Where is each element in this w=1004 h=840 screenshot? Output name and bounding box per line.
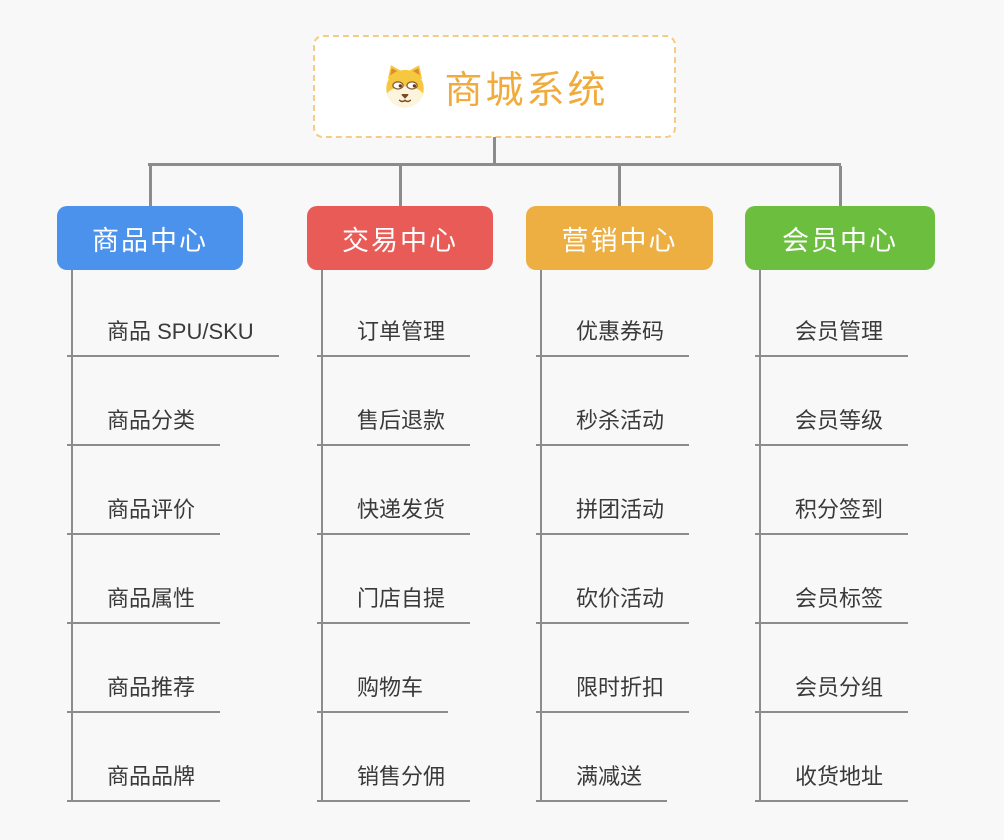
- leaf-node[interactable]: 商品 SPU/SKU: [67, 311, 279, 357]
- leaf-node[interactable]: 会员分组: [755, 667, 909, 713]
- dog-face-icon: [386, 64, 425, 107]
- connector-root-hbar: [148, 163, 841, 166]
- branch-node-member-center[interactable]: 会员中心: [745, 206, 935, 270]
- leaf-node[interactable]: 会员标签: [755, 578, 909, 624]
- leaf-node[interactable]: 会员管理: [755, 311, 909, 357]
- leaf-node[interactable]: 满减送: [536, 756, 668, 802]
- branch-node-marketing-center[interactable]: 营销中心: [526, 206, 713, 270]
- leaf-node[interactable]: 商品评价: [67, 489, 221, 535]
- connector-branch-vline: [759, 270, 761, 801]
- connector-root-stub: [493, 137, 496, 163]
- connector-branch-vline: [540, 270, 542, 801]
- leaf-node[interactable]: 商品属性: [67, 578, 221, 624]
- branch-node-product-center[interactable]: 商品中心: [57, 206, 243, 270]
- leaf-node[interactable]: 快递发货: [317, 489, 471, 535]
- leaf-node[interactable]: 商品分类: [67, 400, 221, 446]
- leaf-node[interactable]: 门店自提: [317, 578, 471, 624]
- leaf-node[interactable]: 销售分佣: [317, 756, 471, 802]
- connector-branch-drop: [148, 166, 152, 206]
- leaf-node[interactable]: 砍价活动: [536, 578, 690, 624]
- leaf-node[interactable]: 商品品牌: [67, 756, 221, 802]
- leaf-node[interactable]: 收货地址: [755, 756, 909, 802]
- leaf-node[interactable]: 购物车: [317, 667, 449, 713]
- leaf-node[interactable]: 订单管理: [317, 311, 471, 357]
- leaf-node[interactable]: 商品推荐: [67, 667, 221, 713]
- branch-node-trade-center[interactable]: 交易中心: [307, 206, 493, 270]
- leaf-node[interactable]: 拼团活动: [536, 489, 690, 535]
- leaf-node[interactable]: 限时折扣: [536, 667, 690, 713]
- leaf-node[interactable]: 积分签到: [755, 489, 909, 535]
- connector-branch-vline: [71, 270, 73, 801]
- connector-branch-drop: [838, 166, 842, 206]
- leaf-node[interactable]: 售后退款: [317, 400, 471, 446]
- leaf-node[interactable]: 会员等级: [755, 400, 909, 446]
- leaf-node[interactable]: 优惠券码: [536, 311, 690, 357]
- connector-branch-drop: [618, 166, 621, 206]
- connector-branch-drop: [398, 166, 402, 206]
- leaf-node[interactable]: 秒杀活动: [536, 400, 690, 446]
- connector-branch-vline: [321, 270, 323, 801]
- root-node-title: 商城系统: [444, 70, 609, 112]
- root-node[interactable]: 商城系统: [313, 35, 676, 138]
